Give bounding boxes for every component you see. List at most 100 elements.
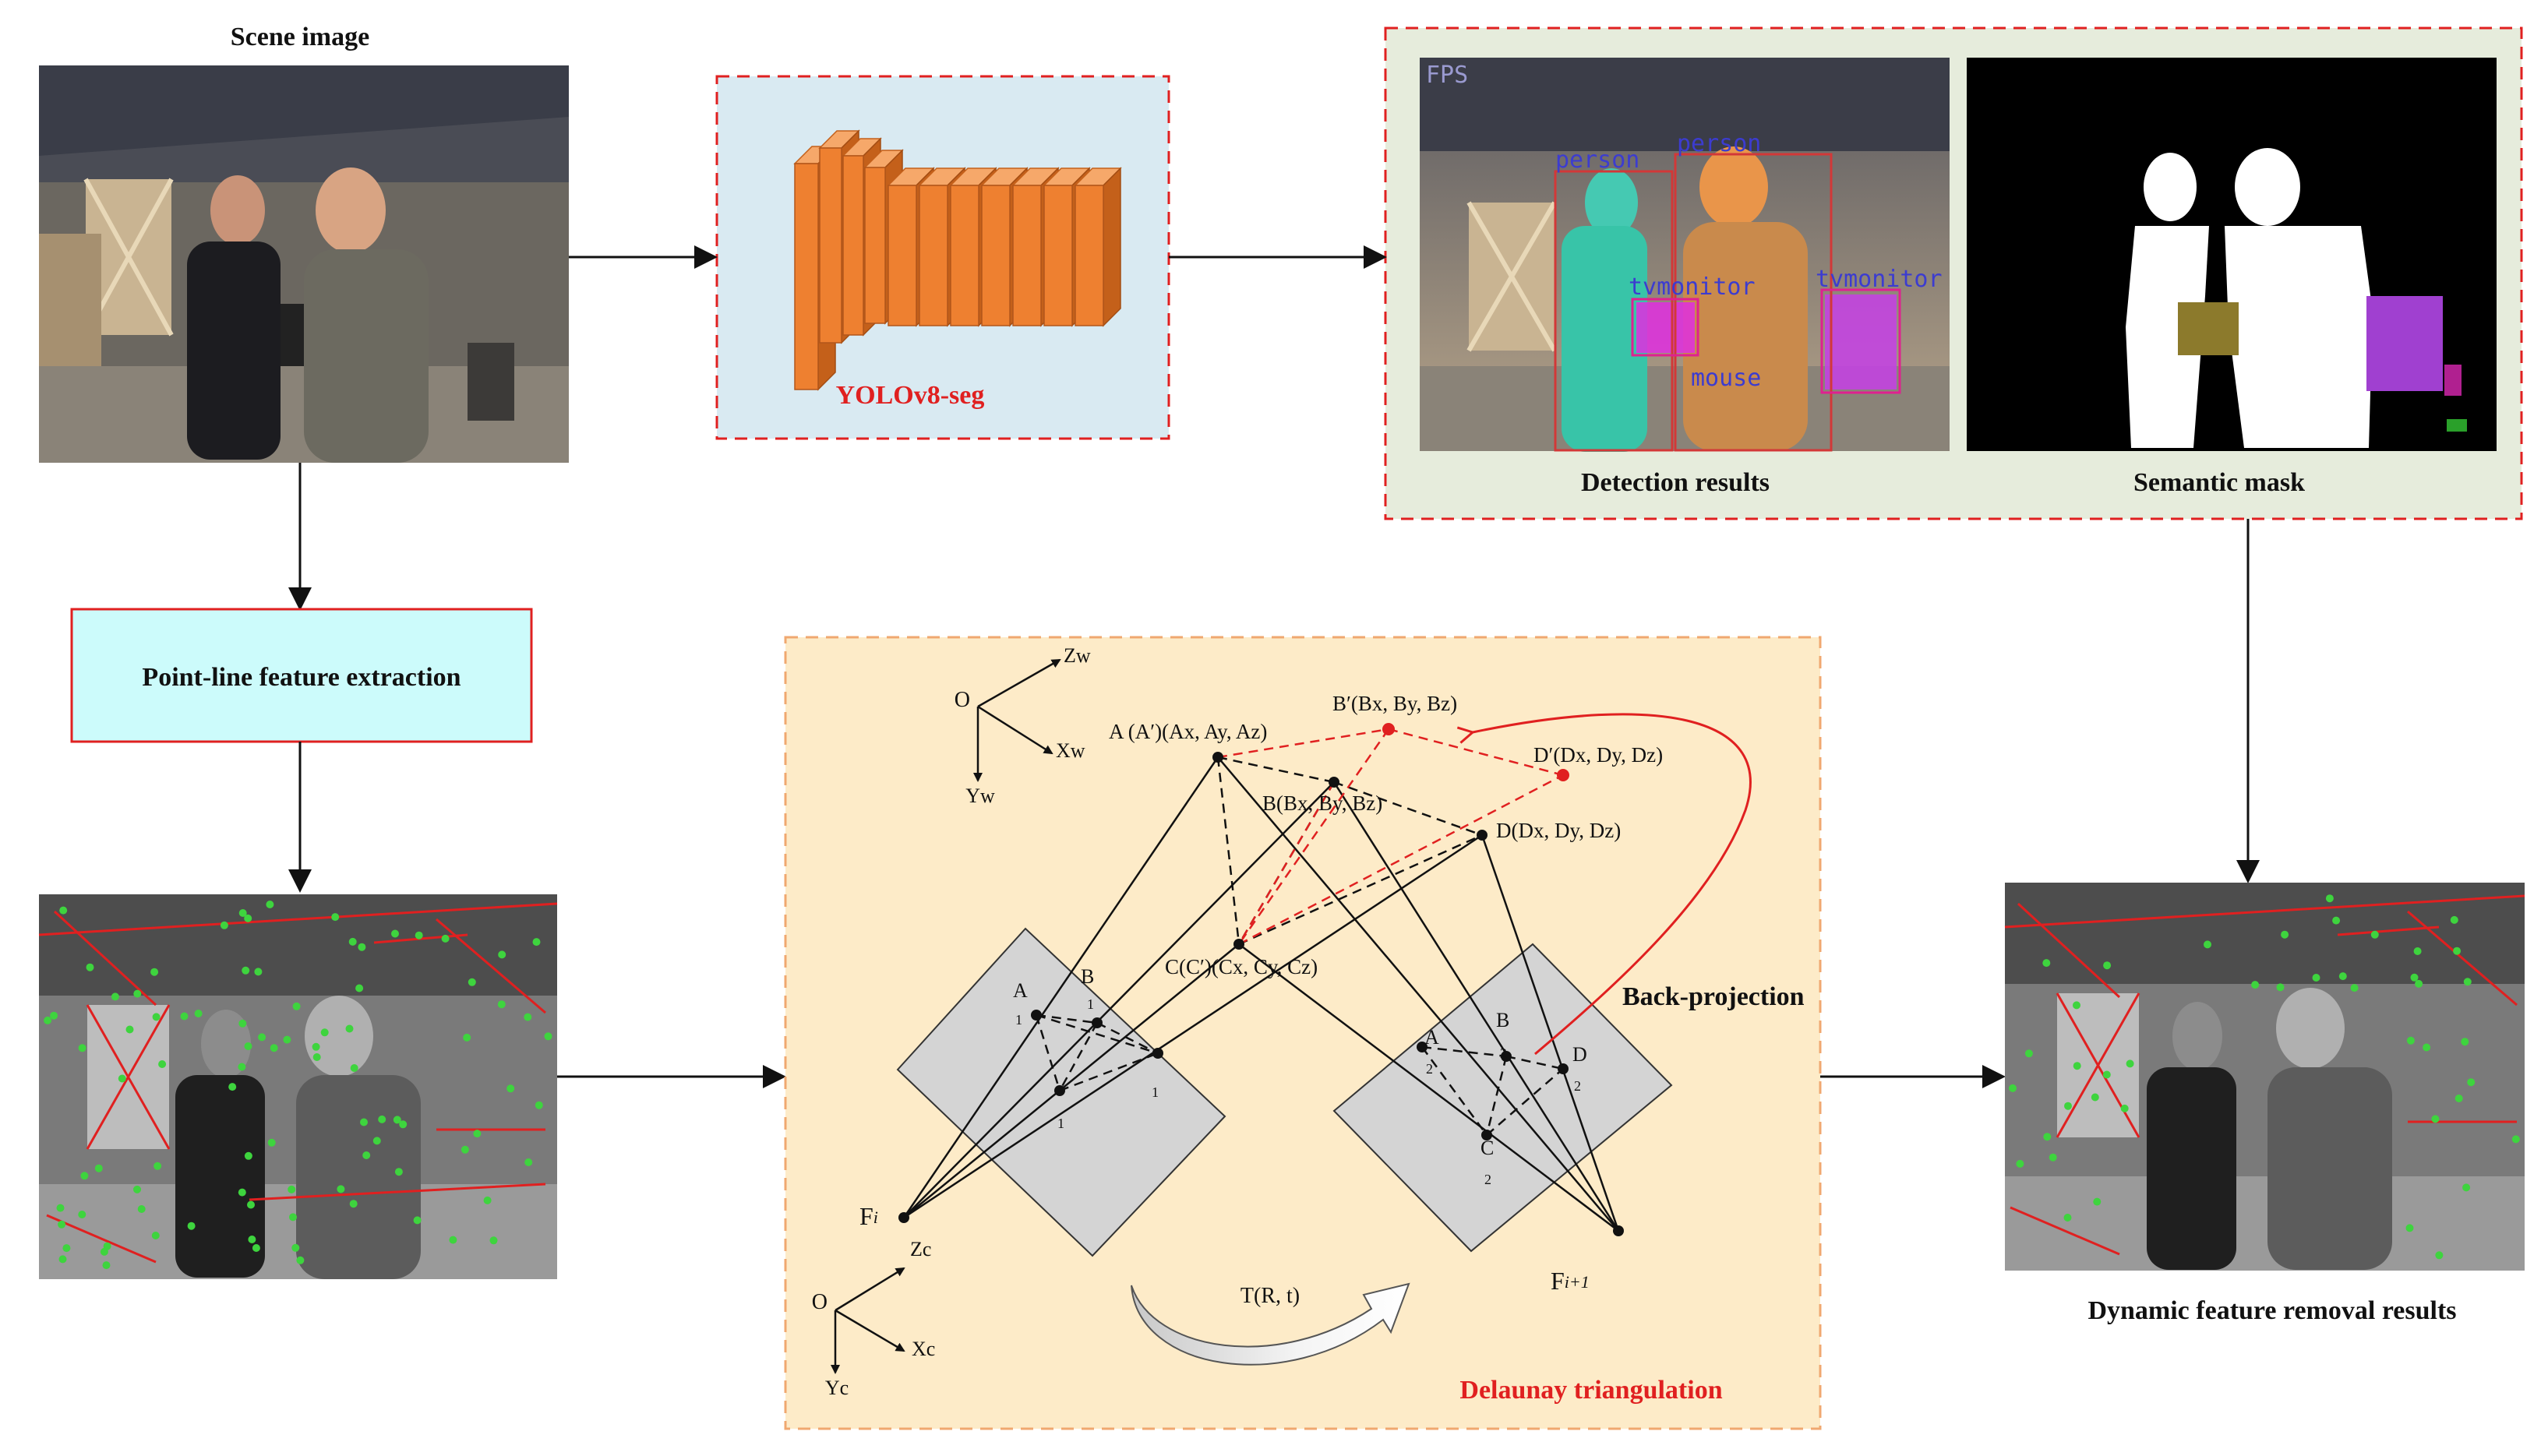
feature-dot [2435,1251,2444,1260]
A1-sub: 1 [1015,1012,1022,1028]
xw-label: Xw [1056,739,1085,762]
edge-ac [1216,756,1240,945]
feature-dot [78,1211,86,1218]
semantic-mask-label: Semantic mask [2133,468,2305,497]
feature-dot [461,1145,469,1154]
ray-fi1 [1238,943,1619,1232]
edge-bpc [1237,728,1390,945]
camera-axes [831,1267,905,1374]
D-world-label: D(Dx, Dy, Dz) [1496,819,1621,842]
detection-tag: FPS [1426,62,1468,89]
detection-tag: tvmonitor [1816,266,1943,293]
point-C [1233,939,1244,950]
D-prime-label: D′(Dx, Dy, Dz) [1533,743,1663,767]
feature-dot [194,1010,203,1017]
point-C2 [1481,1130,1492,1140]
network-block [888,185,917,326]
point-B [1329,777,1339,788]
feature-dot [312,1042,320,1051]
feature-dot [80,1172,89,1180]
removal-label: Dynamic feature removal results [2087,1296,2456,1325]
feature-points [44,901,552,1270]
feature-dot [2405,1224,2414,1232]
feature-dot [345,1024,354,1033]
edge-ab [1217,756,1335,784]
back-projection-label: Back-projection [1622,982,1805,1011]
feature-dot [331,913,340,922]
feature-dot [291,1243,300,1252]
feature-dot [151,1232,160,1239]
feature-dot [2413,947,2422,955]
feature-dot [2091,1093,2099,1102]
point-line-box [70,608,533,743]
detection-tag: person [1677,130,1761,157]
C-world-label: C(C′)(Cx, Cy, Cz) [1165,955,1318,978]
ray-fi [903,781,1335,1218]
edge-bd [1333,781,1483,837]
feature-dot [238,1188,246,1197]
feature-dot [254,968,263,976]
network-block [842,155,864,336]
point-A [1212,752,1223,763]
point-D2 [1558,1063,1569,1074]
feature-dot [350,1064,358,1072]
feature-dot [2454,1095,2463,1102]
feature-dot [228,1083,237,1091]
feature-dot [2511,1135,2520,1144]
feature-dot [2073,1062,2081,1070]
network-block [819,147,842,344]
feature-dot [283,1035,291,1044]
projection-points [898,723,1624,1236]
edge-a1c1 [1035,1014,1061,1091]
feature-dot [270,1044,278,1052]
D2-label: D [1572,1043,1587,1066]
feature-dot [2462,1183,2471,1192]
feature-dot [2431,1115,2440,1123]
yolo-label: YOLOv8-seg [836,381,985,410]
feature-dot [220,921,228,929]
edge-a2c2 [1420,1046,1488,1136]
ray-fi1 [1217,756,1619,1232]
xc-label: Xc [912,1338,935,1360]
C2-label: C [1480,1137,1494,1159]
edge-a1d1 [1036,1014,1159,1055]
C2-sub: 2 [1484,1172,1491,1187]
feature-dot [394,1168,403,1176]
point-line-label: Point-line feature extraction [142,663,461,692]
feature-dot [535,1101,543,1109]
detection-tag: mouse [1691,365,1761,392]
feature-dot [152,1013,161,1021]
B2-label: B [1496,1009,1509,1031]
feature-dot [473,1130,482,1138]
feature-dot [244,914,252,922]
edge-c1d1 [1059,1052,1159,1092]
feature-dot [62,1244,71,1253]
edge-bc-red [1237,781,1336,945]
network-block [1012,185,1042,326]
feature-dot [355,984,364,992]
feature-dot [2103,961,2112,970]
feature-dot [248,1236,256,1243]
edge-a2b2 [1421,1045,1507,1058]
feature-dot [288,1185,296,1193]
feature-dot [2073,1001,2080,1010]
point-B1 [1092,1017,1103,1028]
feature-dot [348,937,357,946]
network-block-side [1103,167,1121,327]
feature-dot [238,1063,246,1071]
feature-dot [289,1213,297,1222]
feature-dot [497,1000,506,1009]
feature-dot [2042,959,2051,968]
feature-dot [337,1185,345,1193]
feature-dot [267,1138,276,1147]
feature-dot [154,1162,162,1170]
feature-dot [498,950,506,959]
A2-sub: 2 [1426,1061,1433,1077]
feature-dot [2370,930,2379,939]
feature-dot [2463,978,2472,986]
camera-origin-label: O [812,1290,828,1314]
feature-dot [125,1025,134,1034]
B1-sub: 1 [1087,996,1094,1012]
yc-label: Yc [825,1377,849,1399]
feature-dot [2126,1059,2134,1068]
